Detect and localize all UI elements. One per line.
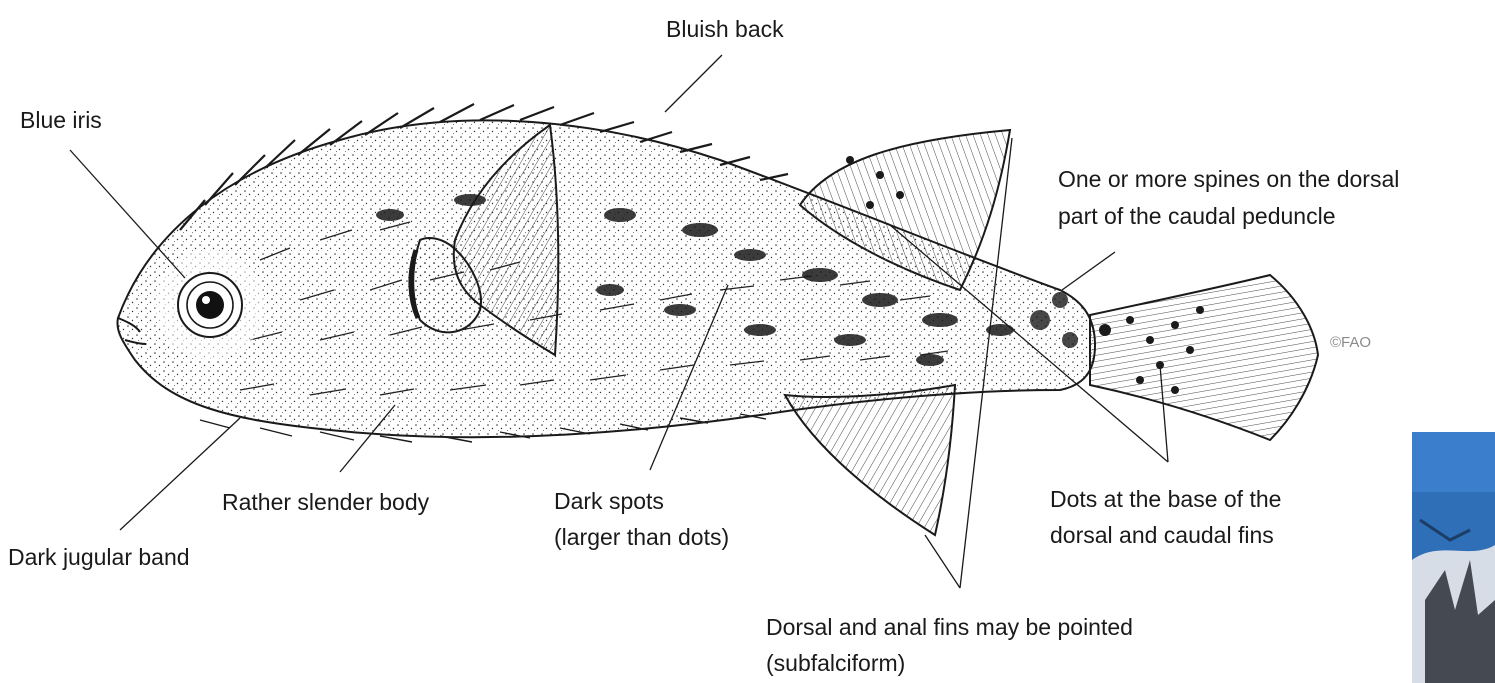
eye xyxy=(178,273,242,337)
label-spines-peduncle-line1: One or more spines on the dorsal xyxy=(1058,164,1399,194)
label-fins-pointed-line2: (subfalciform) xyxy=(766,648,905,678)
label-dark-spots-line2: (larger than dots) xyxy=(554,522,729,552)
label-dark-spots-line1: Dark spots xyxy=(554,486,664,516)
label-fins-pointed-line1: Dorsal and anal fins may be pointed xyxy=(766,612,1133,642)
label-dark-jugular-band: Dark jugular band xyxy=(8,542,190,572)
label-rather-slender-body: Rather slender body xyxy=(222,487,429,517)
caudal-fin xyxy=(1090,275,1318,440)
corner-photo xyxy=(1412,432,1495,683)
label-spines-peduncle-line2: part of the caudal peduncle xyxy=(1058,201,1335,231)
credit-fao: ©FAO xyxy=(1330,334,1371,351)
label-dots-base-line2: dorsal and caudal fins xyxy=(1050,520,1274,550)
label-dots-base-line1: Dots at the base of the xyxy=(1050,484,1281,514)
label-bluish-back: Bluish back xyxy=(666,14,784,44)
label-blue-iris: Blue iris xyxy=(20,105,102,135)
